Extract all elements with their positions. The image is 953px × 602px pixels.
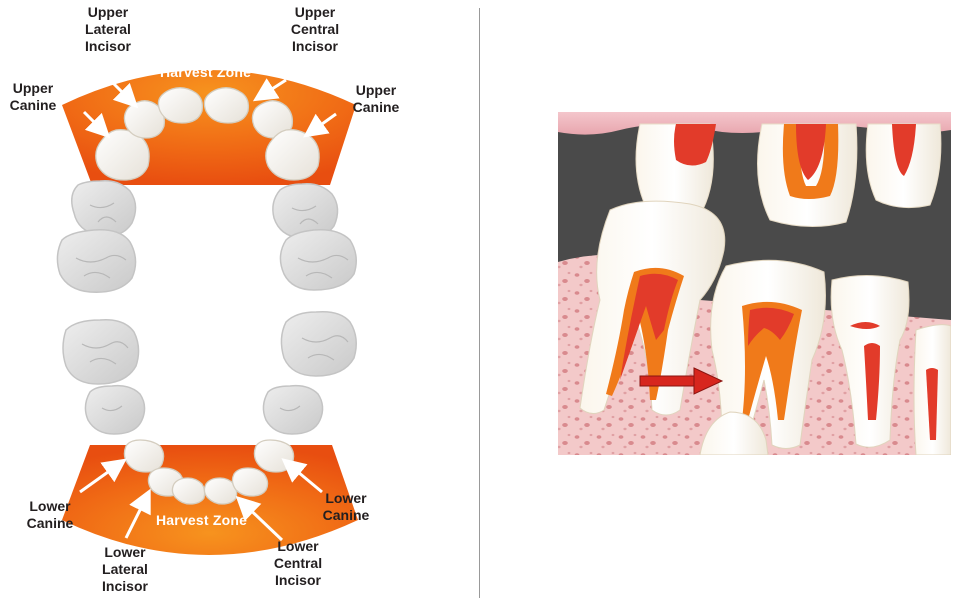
lower-harvest-zone-label: Harvest Zone: [156, 512, 247, 528]
label-lower-lateral-incisor: Lower Lateral Incisor: [94, 544, 156, 595]
lower-back-teeth: [63, 312, 356, 434]
tooth-cross-section: [558, 112, 951, 455]
upper-back-teeth: [57, 181, 356, 293]
label-upper-canine-right: Upper Canine: [348, 82, 404, 116]
label-upper-canine-left: Upper Canine: [6, 80, 60, 114]
label-lower-canine-left: Lower Canine: [22, 498, 78, 532]
upper-harvest-zone-label: Harvest Zone: [160, 64, 251, 80]
label-lower-central-incisor: Lower Central Incisor: [266, 538, 330, 589]
label-lower-canine-right: Lower Canine: [318, 490, 374, 524]
label-upper-lateral-incisor: Upper Lateral Incisor: [78, 4, 138, 55]
panel-divider: [479, 8, 480, 598]
label-upper-central-incisor: Upper Central Incisor: [280, 4, 350, 55]
